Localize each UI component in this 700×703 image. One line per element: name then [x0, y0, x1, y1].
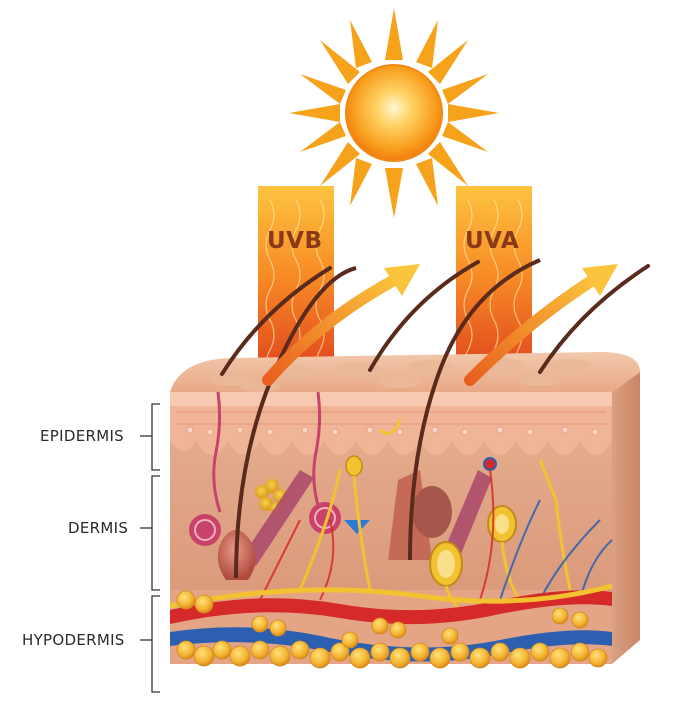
hair-follicle-icon [388, 258, 541, 561]
uvb-arrow-icon [262, 264, 420, 386]
hypodermis-label: HYPODERMIS [22, 631, 125, 649]
layer-brackets [140, 403, 160, 693]
uva-label: UVA [465, 228, 520, 254]
sun-icon [289, 8, 499, 218]
epidermis-label: EPIDERMIS [40, 427, 124, 445]
sweat-gland-icon [189, 502, 341, 546]
sebaceous-gland-icon [255, 479, 287, 514]
uvb-beam [258, 186, 334, 388]
uvb-label: UVB [267, 228, 323, 254]
dermis-label: DERMIS [68, 519, 129, 537]
uva-arrow-icon [464, 264, 618, 386]
skin-block [169, 258, 650, 669]
artery [170, 590, 612, 625]
fat-cells-icon [176, 590, 608, 669]
